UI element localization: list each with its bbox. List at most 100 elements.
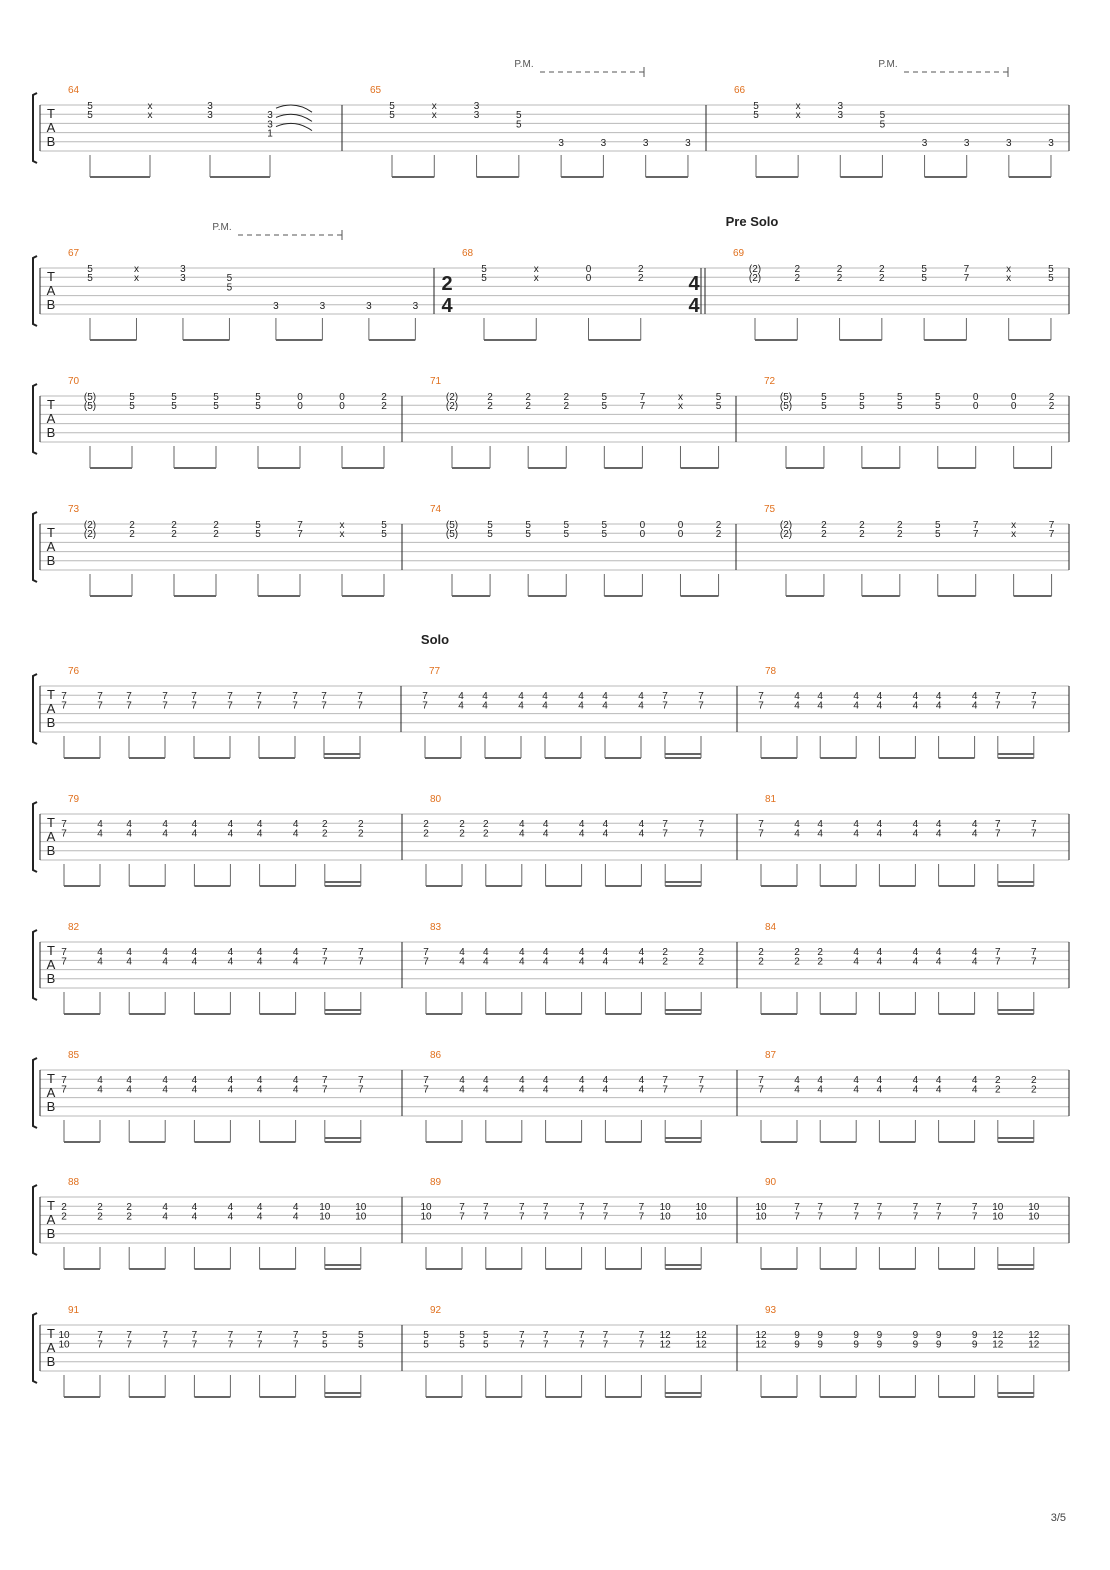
fret-number: 4 — [459, 947, 465, 958]
fret-number: 7 — [603, 1330, 609, 1341]
palm-mute-label: P.M. — [878, 59, 897, 70]
tab-clef-b: B — [47, 425, 56, 440]
fret-number: 9 — [794, 1330, 800, 1341]
fret-number: 12 — [755, 1339, 767, 1350]
measure-number: 75 — [764, 504, 776, 515]
fret-number: 3 — [320, 301, 326, 312]
fret-number: 7 — [936, 1211, 942, 1222]
fret-number: 4 — [579, 819, 585, 830]
fret-number: 2 — [525, 401, 531, 412]
fret-number: (2) — [780, 529, 792, 540]
fret-number: 5 — [753, 110, 759, 121]
fret-number: 7 — [162, 1339, 168, 1350]
fret-number: 7 — [1049, 520, 1055, 531]
fret-number: 12 — [660, 1339, 672, 1350]
fret-number: 4 — [638, 700, 644, 711]
fret-number: 2 — [859, 529, 865, 540]
fret-number: 4 — [913, 956, 919, 967]
fret-number: 7 — [162, 700, 168, 711]
system-bracket — [32, 92, 38, 164]
fret-number: 7 — [293, 1339, 299, 1350]
fret-number: 4 — [936, 1084, 942, 1095]
fret-number: 10 — [58, 1330, 70, 1341]
palm-mute-label: P.M. — [514, 59, 533, 70]
fret-number: 9 — [853, 1330, 859, 1341]
fret-number: 5 — [423, 1339, 429, 1350]
fret-number: x — [678, 392, 683, 403]
fret-number: 2 — [129, 520, 135, 531]
fret-number: 4 — [936, 828, 942, 839]
fret-number: 7 — [662, 691, 668, 702]
fret-number: 7 — [640, 392, 646, 403]
fret-number: 5 — [255, 401, 261, 412]
fret-number: 2 — [821, 529, 827, 540]
fret-number: 2 — [879, 273, 885, 284]
fret-number: 2 — [794, 956, 800, 967]
fret-number: 5 — [358, 1330, 364, 1341]
fret-number: 7 — [995, 819, 1001, 830]
fret-number: 7 — [257, 1330, 263, 1341]
fret-number: 7 — [358, 1075, 364, 1086]
system-bracket — [32, 255, 38, 327]
fret-number: 2 — [171, 529, 177, 540]
fret-number: 4 — [192, 1075, 198, 1086]
fret-number: 4 — [519, 1084, 525, 1095]
fret-number: (2) — [446, 392, 458, 403]
fret-number: (2) — [84, 520, 96, 531]
fret-number: 4 — [579, 828, 585, 839]
system-bracket — [32, 1184, 38, 1256]
fret-number: 7 — [256, 691, 262, 702]
fret-number: 2 — [698, 956, 704, 967]
fret-number: 7 — [698, 1084, 704, 1095]
fret-number: 10 — [319, 1211, 331, 1222]
fret-number: 7 — [995, 947, 1001, 958]
tab-clef-b: B — [47, 1099, 56, 1114]
fret-number: 2 — [1049, 392, 1055, 403]
fret-number: 2 — [837, 264, 843, 275]
fret-number: 4 — [257, 819, 263, 830]
fret-number: 4 — [293, 1084, 299, 1095]
fret-number: 3 — [685, 138, 691, 149]
page-number: 3/5 — [1050, 1512, 1066, 1524]
measure-number: 67 — [68, 248, 80, 259]
fret-number: 2 — [423, 828, 429, 839]
fret-number: 7 — [358, 956, 364, 967]
fret-number: 5 — [129, 401, 135, 412]
fret-number: 4 — [578, 691, 584, 702]
fret-number: 4 — [293, 947, 299, 958]
tab-clef-t: T — [47, 106, 55, 121]
fret-number: 0 — [297, 401, 303, 412]
fret-number: 4 — [257, 828, 263, 839]
fret-number: 5 — [87, 264, 93, 275]
fret-number: 7 — [662, 700, 668, 711]
fret-number: 5 — [487, 529, 493, 540]
measure-number: 93 — [765, 1305, 777, 1316]
fret-number: 4 — [126, 1084, 132, 1095]
fret-number: 4 — [579, 956, 585, 967]
fret-number: 4 — [126, 819, 132, 830]
fret-number: x — [340, 529, 345, 540]
fret-number: 4 — [192, 828, 198, 839]
tab-clef-b: B — [47, 715, 56, 730]
fret-number: 5 — [87, 101, 93, 112]
fret-number: 7 — [973, 520, 979, 531]
fret-number: 7 — [662, 828, 668, 839]
fret-number: 4 — [519, 819, 525, 830]
fret-number: 5 — [716, 401, 722, 412]
fret-number: 7 — [758, 1084, 764, 1095]
fret-number: 4 — [578, 700, 584, 711]
fret-number: 5 — [859, 392, 865, 403]
fret-number: 7 — [162, 1330, 168, 1341]
fret-number: 7 — [191, 691, 197, 702]
fret-number: 2 — [758, 947, 764, 958]
fret-number: 7 — [61, 1075, 67, 1086]
fret-number: 2 — [1031, 1075, 1037, 1086]
fret-number: x — [1011, 529, 1016, 540]
fret-number: 3 — [1006, 138, 1012, 149]
section-label: Pre Solo — [726, 214, 779, 229]
fret-number: 4 — [192, 819, 198, 830]
fret-number: 5 — [322, 1330, 328, 1341]
fret-number: x — [534, 264, 539, 275]
tie-arc — [275, 113, 313, 122]
